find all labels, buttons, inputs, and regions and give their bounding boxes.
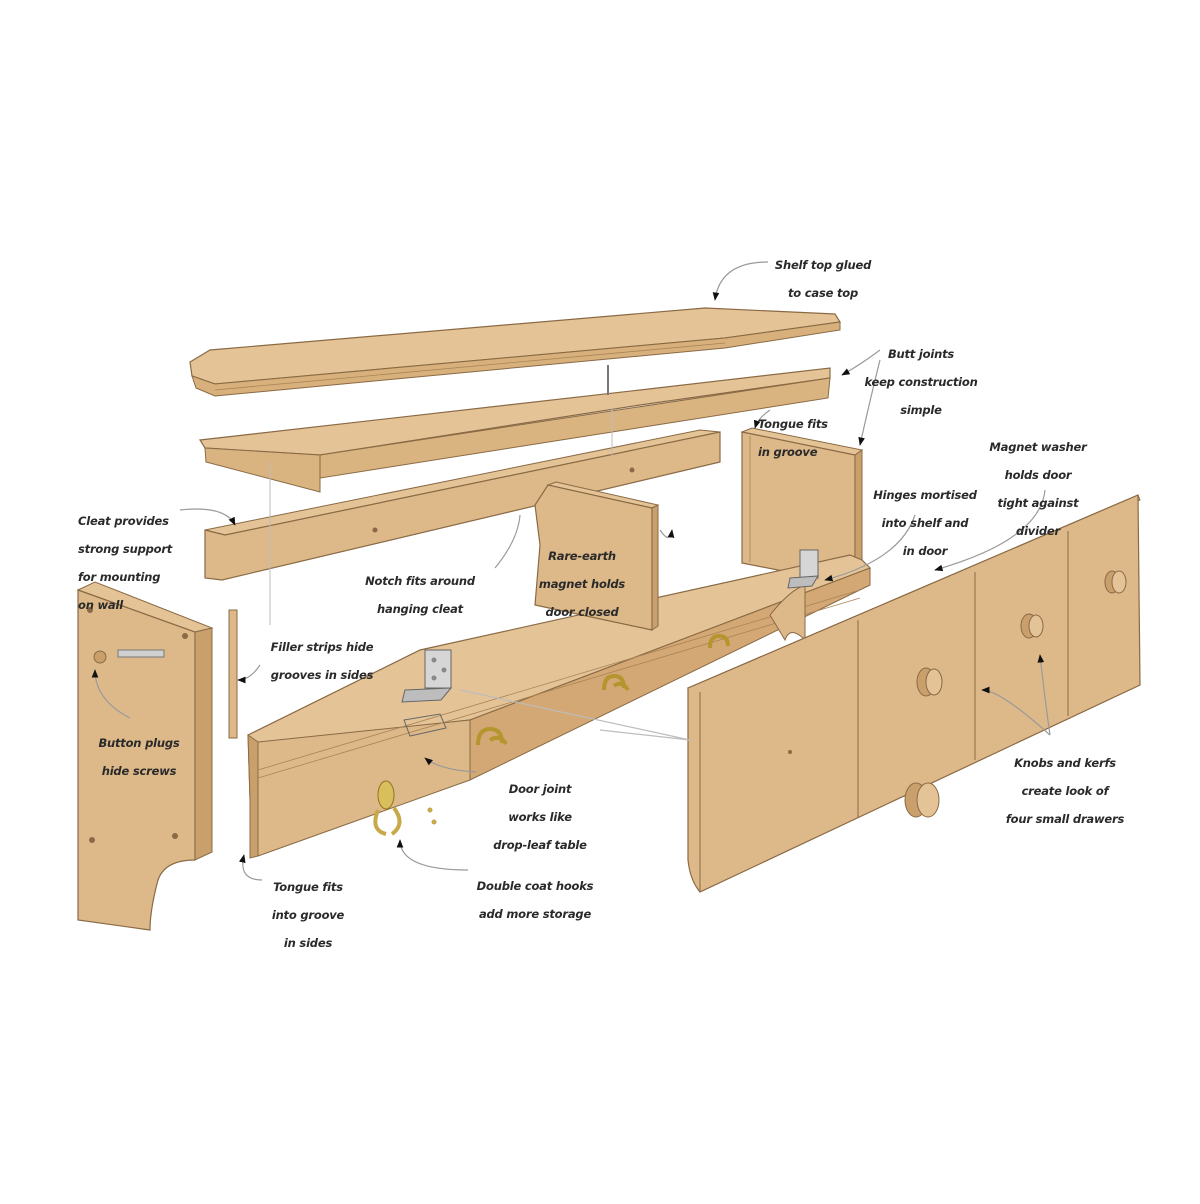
callout-line: Filler strips hide <box>270 640 374 654</box>
callout-line: simple <box>900 403 942 417</box>
callout-line: Button plugs <box>98 736 180 750</box>
callout-line: divider <box>1016 524 1060 538</box>
double-coat-hook <box>373 780 437 836</box>
callout-line: in sides <box>283 936 333 950</box>
callout-magnet-washer: Magnet washer holds door tight against d… <box>978 426 1098 552</box>
callout-knobs-and-kerfs: Knobs and kerfs create look of four smal… <box>990 742 1140 840</box>
callout-line: to case top <box>787 286 859 300</box>
callout-line: Cleat provides <box>78 514 169 528</box>
callout-filler-strips: Filler strips hide grooves in sides <box>252 626 392 696</box>
callout-double-coat-hooks: Double coat hooks add more storage <box>465 865 605 935</box>
callout-line: Tongue fits <box>758 417 828 431</box>
callout-line: Knobs and kerfs <box>1014 756 1116 770</box>
shelf-top <box>189 307 841 397</box>
leader-lines <box>91 261 1051 881</box>
hinge-right <box>787 549 819 589</box>
callout-line: in groove <box>758 445 818 459</box>
callout-line: keep construction <box>864 375 978 389</box>
right-side <box>740 427 864 586</box>
callout-line: Door joint <box>508 782 572 796</box>
callout-line: Double coat hooks <box>476 879 594 893</box>
case-top <box>198 365 831 493</box>
callout-line: Tongue fits <box>273 880 343 894</box>
callout-line: for mounting <box>78 570 161 584</box>
callout-line: into shelf and <box>881 516 969 530</box>
divider <box>534 481 660 631</box>
callout-line: Notch fits around <box>365 574 475 588</box>
callout-line: door closed <box>545 605 619 619</box>
hanging-cleat <box>204 429 721 581</box>
callout-line: on wall <box>78 598 123 612</box>
callout-line: drop-leaf table <box>493 838 587 852</box>
callout-tongue-fits-into-groove: Tongue fits into groove in sides <box>258 866 358 964</box>
callout-line: create look of <box>1021 784 1109 798</box>
filler-strip <box>228 609 238 739</box>
callout-line: Shelf top glued <box>774 258 872 272</box>
callout-line: Rare-earth <box>548 549 616 563</box>
knob <box>1020 613 1044 639</box>
knob <box>916 667 943 697</box>
knob <box>1104 570 1127 594</box>
callout-line: four small drawers <box>1005 812 1125 826</box>
callout-cleat-support: Cleat provides strong support for mounti… <box>78 500 188 626</box>
callout-shelf-top-glued: Shelf top glued to case top <box>758 244 888 314</box>
callout-line: hide screws <box>101 764 177 778</box>
callout-butt-joints: Butt joints keep construction simple <box>846 333 996 431</box>
callout-button-plugs: Button plugs hide screws <box>84 722 194 792</box>
callout-rare-earth-magnet: Rare-earth magnet holds door closed <box>532 535 632 633</box>
callout-hinges-mortised: Hinges mortised into shelf and in door <box>860 474 990 572</box>
callout-door-joint: Door joint works like drop-leaf table <box>470 768 610 866</box>
callout-line: holds door <box>1004 468 1072 482</box>
callout-line: add more storage <box>478 907 592 921</box>
callout-line: magnet holds <box>538 577 626 591</box>
loose-knob <box>904 782 940 818</box>
callout-line: into groove <box>271 908 345 922</box>
callout-line: Magnet washer <box>989 440 1087 454</box>
callout-line: Butt joints <box>887 347 955 361</box>
callout-line: works like <box>508 810 572 824</box>
coat-hooks <box>476 633 730 746</box>
callout-line: grooves in sides <box>270 668 374 682</box>
callout-notch-fits: Notch fits around hanging cleat <box>350 560 490 630</box>
callout-line: Hinges mortised <box>873 488 977 502</box>
hinge-left <box>401 649 453 737</box>
callout-line: strong support <box>78 542 173 556</box>
callout-line: in door <box>902 544 948 558</box>
callout-line: tight against <box>997 496 1079 510</box>
door <box>686 494 1141 893</box>
left-side <box>76 581 214 931</box>
callout-line: hanging cleat <box>377 602 463 616</box>
callout-tongue-fits-groove: Tongue fits in groove <box>758 403 848 473</box>
